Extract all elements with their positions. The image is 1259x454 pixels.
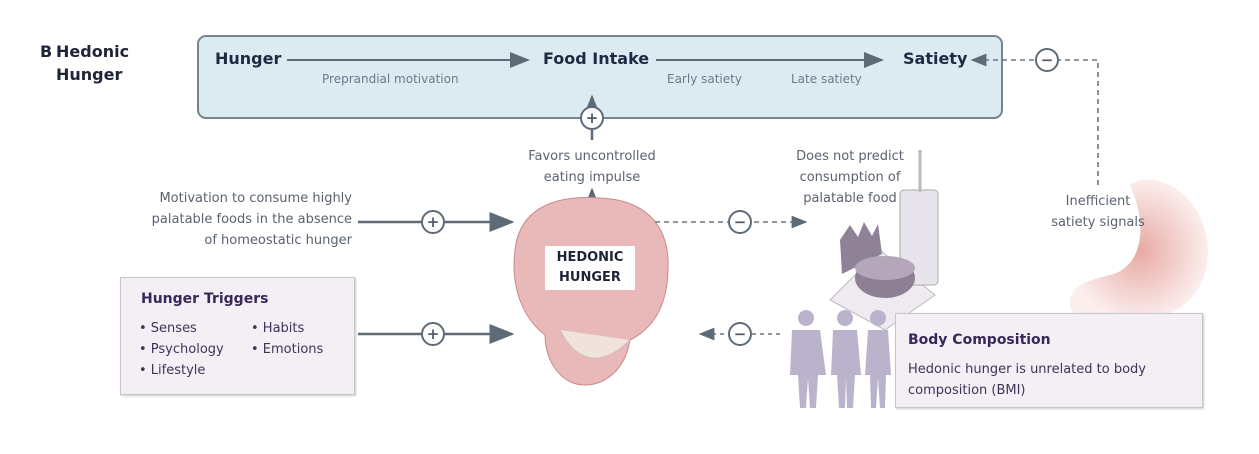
node-food-intake: Food Intake [543,49,650,68]
section-title-1: Hedonic [56,42,130,61]
plus-icon: + [580,106,604,130]
label-line: HUNGER [559,270,621,285]
node-satiety: Satiety [903,49,968,68]
trigger-item: • Emotions [251,342,324,357]
motivation-line: palatable foods in the absence [151,212,352,227]
brain-illustration [513,197,669,386]
trigger-item: • Habits [251,321,305,336]
triggers-title: Hunger Triggers [141,291,269,307]
early-satiety-label: Early satiety [667,72,742,86]
trigger-item: • Psychology [139,342,224,357]
section-letter: B [40,42,53,61]
motivation-line: of homeostatic hunger [204,233,352,248]
late-satiety-label: Late satiety [791,72,862,86]
minus-icon: − [728,322,752,346]
favors-line: Favors uncontrolled [528,149,656,164]
motivation-line: Motivation to consume highly [159,191,352,206]
fast-food-illustration [829,150,939,331]
predict-line: palatable food [803,191,897,206]
trigger-item: • Lifestyle [139,363,206,378]
predict-text: Does not predict consumption of palatabl… [770,146,930,209]
body-title: Body Composition [908,332,1051,348]
section-title-2: Hunger [56,65,123,84]
plus-icon: + [421,210,445,234]
body-text: Hedonic hunger is unrelated to body [908,362,1146,377]
satiety-signals-line: Inefficient [1065,194,1131,209]
node-hunger: Hunger [215,49,282,68]
hedonic-hunger-label: HEDONIC HUNGER [545,246,635,290]
brainstem-illustration [559,329,631,359]
minus-icon: − [1035,48,1059,72]
body-text: composition (BMI) [908,383,1026,398]
motivation-text: Motivation to consume highly palatable f… [90,188,352,251]
label-line: HEDONIC [556,250,624,265]
arrow-satiety-feedback [970,53,1099,185]
stomach-illustration [1069,179,1209,322]
hunger-triggers-box: Hunger Triggers • Senses • Habits • Psyc… [120,277,355,395]
satiety-signals-line: satiety signals [1051,215,1145,230]
body-figures-illustration [790,310,891,408]
trigger-item: • Senses [139,321,197,336]
favors-line: eating impulse [543,170,641,185]
plus-icon: + [421,322,445,346]
preprandial-label: Preprandial motivation [322,72,459,86]
predict-line: Does not predict [796,149,904,164]
satiety-signals-text: Inefficient satiety signals [1040,191,1156,233]
predict-line: consumption of [799,170,901,185]
minus-icon: − [728,210,752,234]
body-composition-box: Body Composition Hedonic hunger is unrel… [895,313,1203,408]
favors-text: Favors uncontrolled eating impulse [492,146,692,188]
